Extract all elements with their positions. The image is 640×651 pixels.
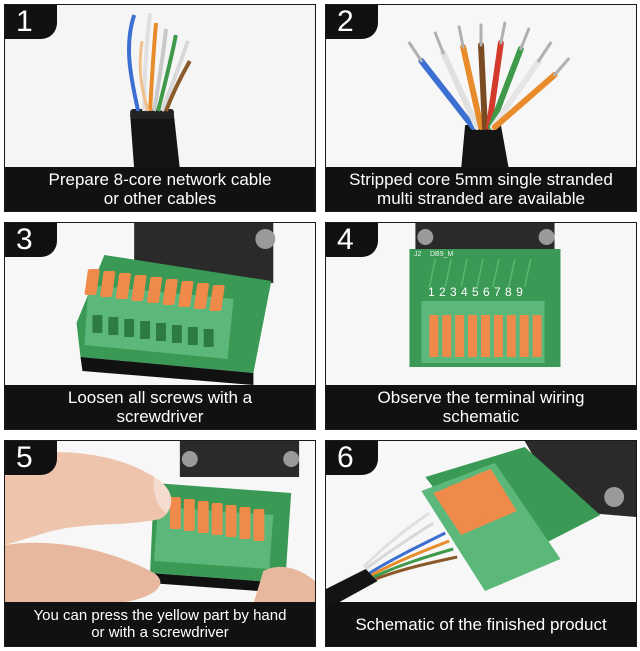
wiring-schematic-photo: DB9_M J2 1 2 3 4 5 6 7 8 9 bbox=[326, 223, 636, 387]
step-panel-4: 4 bbox=[325, 222, 637, 430]
j-label: J2 bbox=[414, 251, 422, 258]
step-caption-3: Loosen all screws with a screwdriver bbox=[5, 385, 315, 429]
caption-line: Loosen all screws with a bbox=[67, 388, 253, 407]
caption-line: multi stranded are available bbox=[377, 189, 585, 208]
finished-product-photo bbox=[326, 441, 636, 604]
step-number-4: 4 bbox=[326, 223, 378, 257]
caption-line: or with a screwdriver bbox=[91, 624, 229, 641]
step-number-5: 5 bbox=[5, 441, 57, 475]
step-panel-2: 2 bbox=[325, 4, 637, 212]
caption-line: Stripped core 5mm single stranded bbox=[349, 170, 613, 189]
part-label: DB9_M bbox=[430, 251, 454, 258]
step-number-3: 3 bbox=[5, 223, 57, 257]
press-lever-photo bbox=[5, 441, 315, 604]
step-panel-3: 3 bbox=[4, 222, 316, 430]
caption-line: Schematic of the finished product bbox=[355, 614, 607, 634]
cable-photo bbox=[5, 5, 315, 169]
step-caption-5: You can press the yellow part by hand or… bbox=[5, 602, 315, 646]
step-number-1: 1 bbox=[5, 5, 57, 39]
step-caption-6: Schematic of the finished product bbox=[326, 602, 636, 646]
caption-line: You can press the yellow part by hand bbox=[33, 607, 287, 624]
terminal-block-photo bbox=[5, 223, 315, 387]
step-caption-4: Observe the terminal wiring schematic bbox=[326, 385, 636, 429]
step-number-6: 6 bbox=[326, 441, 378, 475]
step-caption-2: Stripped core 5mm single stranded multi … bbox=[326, 167, 636, 211]
step-panel-1: 1 Prepare 8-core network cable or other … bbox=[4, 4, 316, 212]
step-panel-5: 5 bbox=[4, 440, 316, 647]
step-panel-6: 6 bbox=[325, 440, 637, 647]
caption-line: Observe the terminal wiring bbox=[377, 388, 585, 407]
step-number-2: 2 bbox=[326, 5, 378, 39]
stripped-cable-photo bbox=[326, 5, 636, 169]
caption-line: Prepare 8-core network cable bbox=[48, 170, 272, 189]
caption-line: screwdriver bbox=[116, 407, 204, 426]
pin-numbers: 1 2 3 4 5 6 7 8 9 bbox=[428, 285, 524, 299]
caption-line: or other cables bbox=[103, 189, 217, 208]
caption-line: schematic bbox=[442, 407, 520, 426]
step-caption-1: Prepare 8-core network cable or other ca… bbox=[5, 167, 315, 211]
